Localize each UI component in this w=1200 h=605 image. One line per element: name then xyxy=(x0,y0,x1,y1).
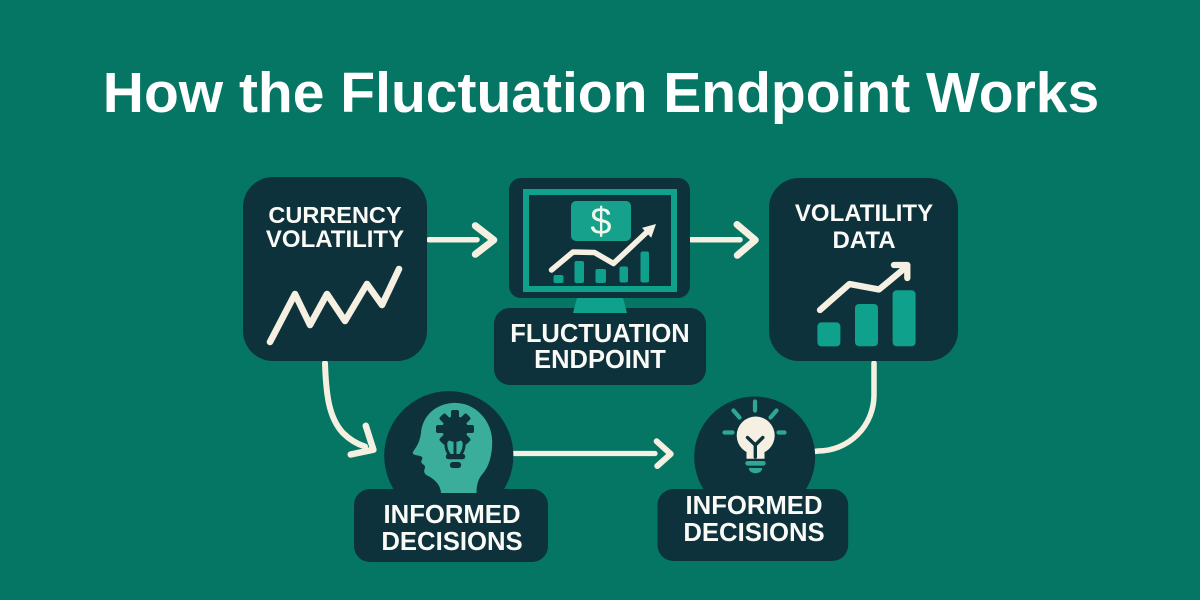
svg-text:How the Fluctuation Endpoint W: How the Fluctuation Endpoint Works xyxy=(103,61,1099,125)
svg-text:INFORMED: INFORMED xyxy=(384,501,521,529)
svg-text:$: $ xyxy=(590,201,611,243)
svg-text:VOLATILITY: VOLATILITY xyxy=(266,226,404,253)
svg-text:INFORMED: INFORMED xyxy=(686,492,823,520)
svg-text:CURRENCY: CURRENCY xyxy=(268,202,402,228)
svg-text:VOLATILITY: VOLATILITY xyxy=(795,200,933,227)
svg-text:DECISIONS: DECISIONS xyxy=(381,528,522,556)
svg-text:DECISIONS: DECISIONS xyxy=(683,519,824,547)
svg-text:DATA: DATA xyxy=(832,227,895,254)
svg-text:FLUCTUATION: FLUCTUATION xyxy=(510,320,689,348)
svg-text:ENDPOINT: ENDPOINT xyxy=(534,346,666,374)
